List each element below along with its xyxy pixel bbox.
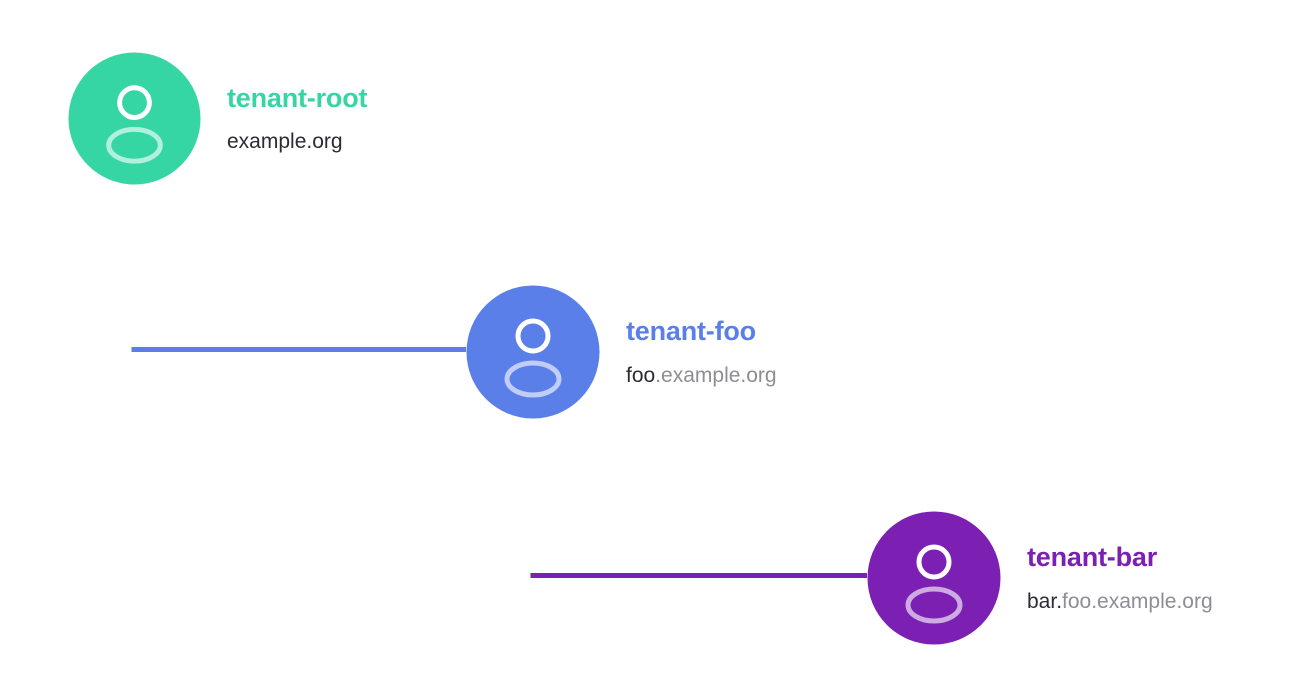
- node-title-tenant-bar: tenant-bar: [1027, 542, 1158, 573]
- avatar-tenant-bar[interactable]: [867, 511, 1001, 645]
- node-title-tenant-foo: tenant-foo: [626, 316, 756, 347]
- avatar-body-ellipse: [504, 360, 562, 398]
- node-label-group-tenant-foo: tenant-foo foo.example.org: [600, 316, 777, 387]
- avatar-tenant-foo[interactable]: [466, 285, 600, 419]
- avatar-body-ellipse: [905, 586, 963, 624]
- person-avatar-icon: [867, 511, 1001, 645]
- node-subtitle-tenant-foo: foo.example.org: [626, 364, 777, 387]
- node-title-tenant-root: tenant-root: [227, 82, 368, 113]
- node-tenant-root[interactable]: tenant-root example.org: [68, 52, 367, 185]
- node-tenant-bar[interactable]: tenant-bar bar.foo.example.org: [867, 511, 1213, 645]
- node-subtitle-tenant-bar: bar.foo.example.org: [1027, 590, 1213, 613]
- node-subtitle-prefix-tenant-root: example.org: [227, 130, 343, 154]
- node-label-group-tenant-root: tenant-root example.org: [201, 82, 368, 154]
- avatar-head-ring: [916, 544, 952, 580]
- node-subtitle-prefix-tenant-bar: bar.: [1027, 589, 1063, 613]
- node-subtitle-suffix-tenant-bar: foo.example.org: [1062, 589, 1213, 613]
- avatar-head-ring: [515, 318, 551, 354]
- person-avatar-icon: [466, 285, 600, 419]
- node-subtitle-suffix-tenant-foo: .example.org: [655, 363, 777, 387]
- avatar-tenant-root[interactable]: [68, 52, 201, 185]
- avatar-head-ring: [117, 85, 152, 120]
- person-avatar-icon: [68, 52, 201, 185]
- node-label-group-tenant-bar: tenant-bar bar.foo.example.org: [1001, 542, 1213, 613]
- node-subtitle-prefix-tenant-foo: foo: [626, 363, 656, 387]
- node-tenant-foo[interactable]: tenant-foo foo.example.org: [466, 285, 777, 419]
- node-subtitle-tenant-root: example.org: [227, 130, 367, 153]
- avatar-body-ellipse: [106, 126, 163, 164]
